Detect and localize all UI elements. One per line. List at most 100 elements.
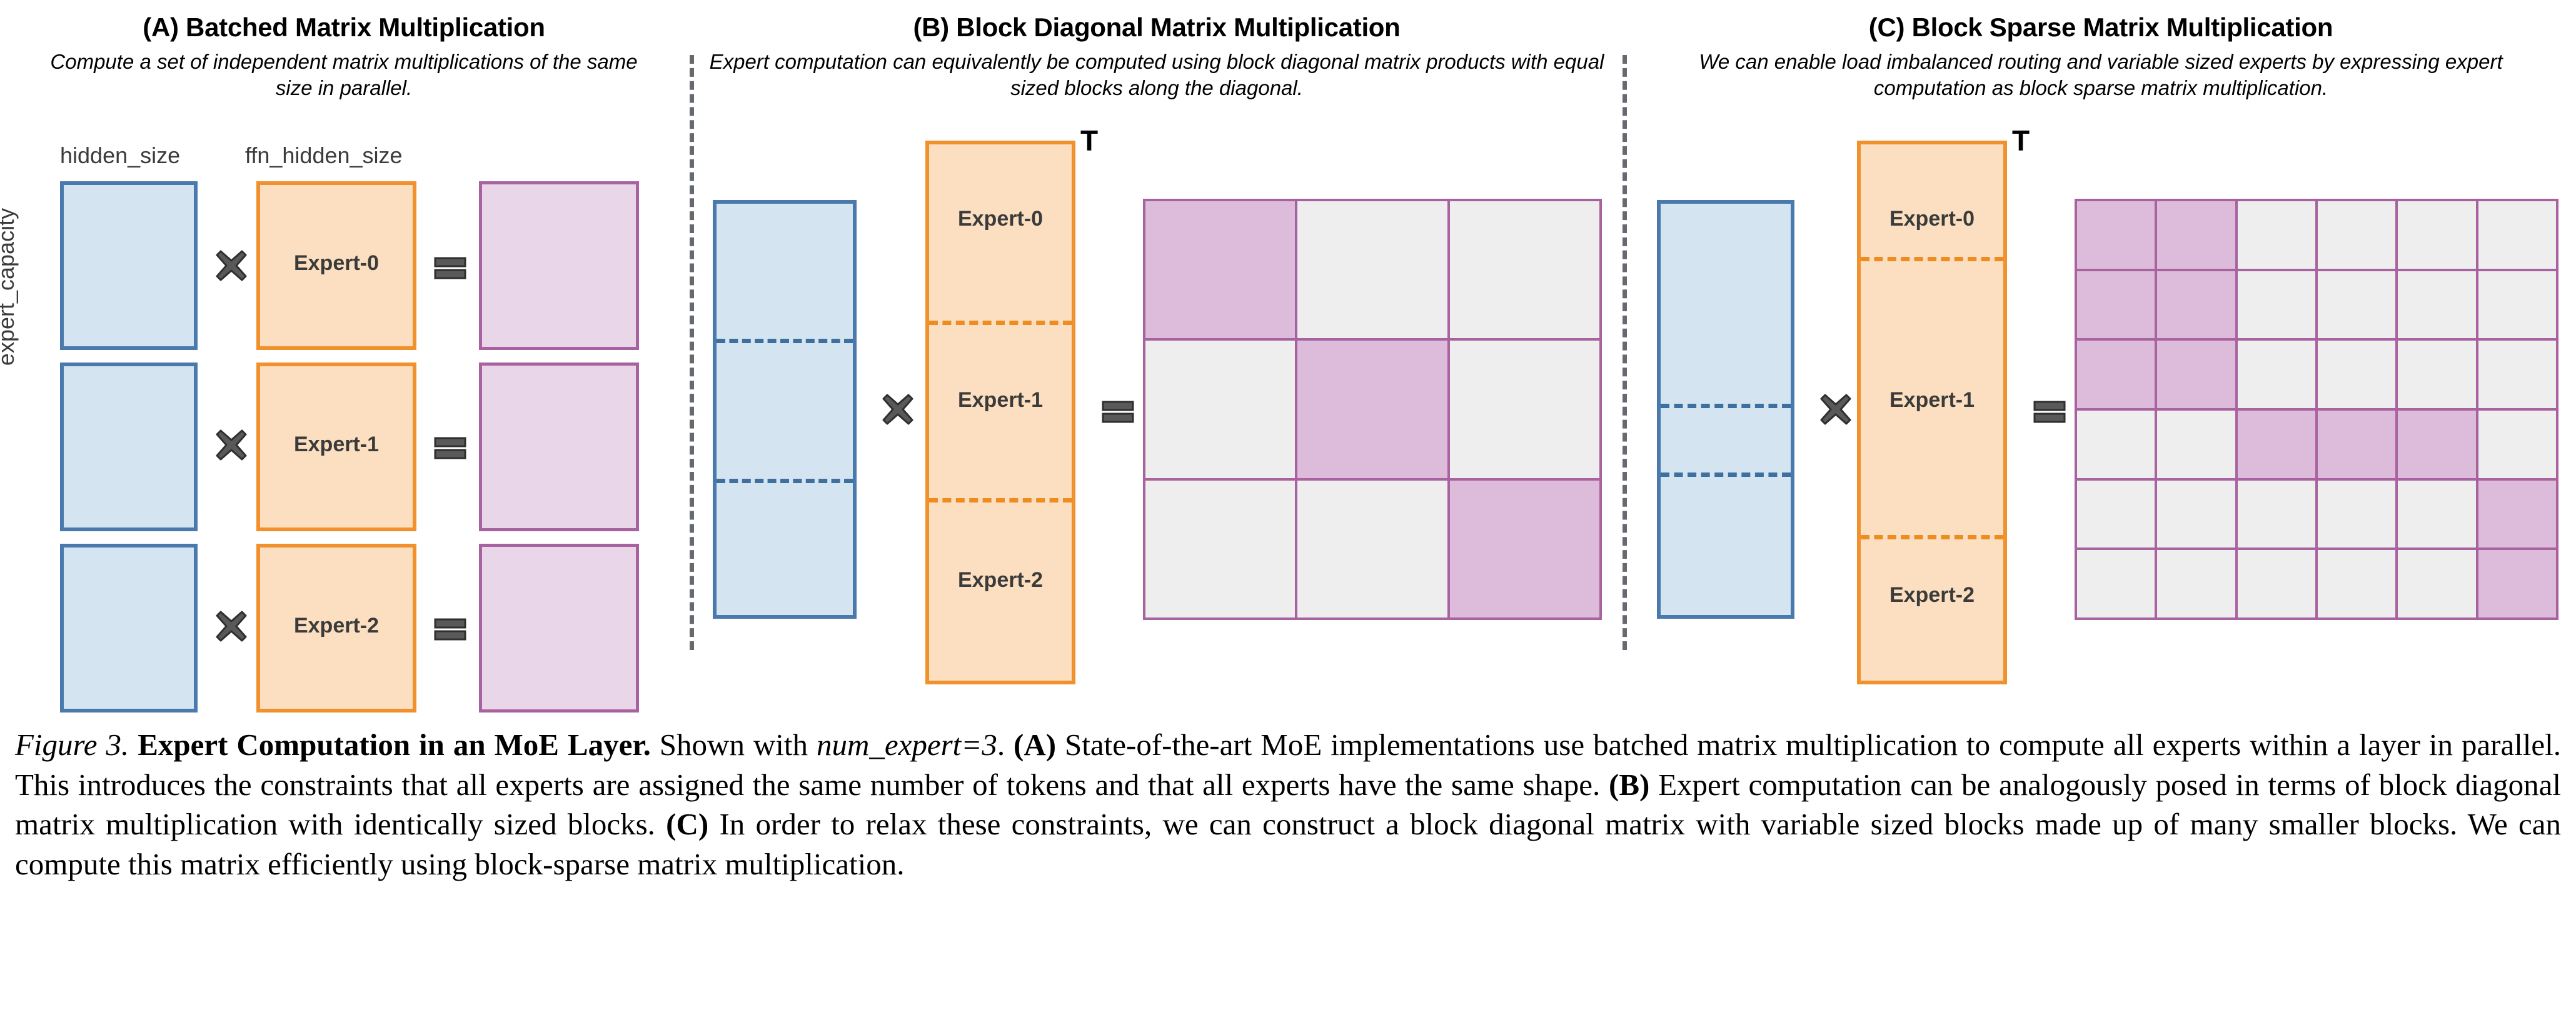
panel-b-input-split-0 xyxy=(717,339,853,343)
panel-a-expert-label-1: Expert-1 xyxy=(293,432,380,456)
panel-c-block-cell-r4-c0 xyxy=(2075,478,2158,551)
multiply-icon xyxy=(213,426,250,464)
panel-b-block-cell-r0-c1 xyxy=(1295,199,1450,341)
axis-label-expert-capacity: expert_capacity xyxy=(0,208,19,366)
panel-c-expert-label-1: Expert-1 xyxy=(1889,388,1975,412)
panel-c-block-cell-r1-c2 xyxy=(2235,268,2318,341)
figure-caption: Figure 3. Expert Computation in an MoE L… xyxy=(15,728,2562,882)
panel-c-expert-label-2: Expert-2 xyxy=(1889,583,1975,607)
panel-b-expert-weight-matrix: Expert-0 Expert-1 Expert-2 xyxy=(925,141,1075,684)
panel-c-block-cell-r2-c0 xyxy=(2075,338,2158,411)
panel-b-expert-label-1: Expert-1 xyxy=(957,388,1044,412)
panel-a-expert-label-2: Expert-2 xyxy=(293,614,380,638)
multiply-icon xyxy=(213,247,250,284)
panel-b-block-cell-r0-c0 xyxy=(1143,199,1298,341)
panel-b-input-matrix xyxy=(713,200,857,619)
equals-icon xyxy=(431,610,469,648)
panel-b-expert-label-0: Expert-0 xyxy=(957,207,1044,231)
panel-c-block-cell-r1-c1 xyxy=(2155,268,2238,341)
panel-a-input-matrix-0 xyxy=(60,181,198,350)
panel-b-block-cell-r1-c0 xyxy=(1143,338,1298,481)
panel-c-block-cell-r3-c4 xyxy=(2395,408,2478,481)
caption-text-b: Expert computation can be analogously po… xyxy=(15,767,2561,842)
panel-c-block-cell-r5-c1 xyxy=(2155,548,2238,620)
panel-c-block-cell-r3-c3 xyxy=(2315,408,2398,481)
equals-icon xyxy=(431,249,469,286)
panel-c-block-cell-r5-c4 xyxy=(2395,548,2478,620)
panel-c-title: (C) Block Sparse Matrix Multiplication xyxy=(1868,12,2333,42)
caption-num-expert: num_expert=3 xyxy=(816,728,997,762)
panel-c-block-cell-r0-c4 xyxy=(2395,199,2478,271)
panel-c-block-cell-r0-c1 xyxy=(2155,199,2238,271)
panel-a-output-matrix-1 xyxy=(479,362,639,531)
panel-c-block-cell-r1-c3 xyxy=(2315,268,2398,341)
caption-figure-title: Expert Computation in an MoE Layer. xyxy=(138,728,651,762)
panel-c-block-cell-r1-c5 xyxy=(2475,268,2558,341)
panel-a-output-matrix-2 xyxy=(479,544,639,712)
multiply-icon xyxy=(213,608,250,645)
panel-a-title: (A) Batched Matrix Multiplication xyxy=(143,12,545,42)
caption-tag-a: (A) xyxy=(1014,728,1057,762)
panel-c-expert-label-0: Expert-0 xyxy=(1889,207,1975,231)
panel-c-block-cell-r5-c2 xyxy=(2235,548,2318,620)
panel-a-batched-matrix-multiplication: (A) Batched Matrix Multiplication Comput… xyxy=(0,0,688,712)
panel-a-output-matrix-0 xyxy=(479,181,639,350)
panel-c-weight-split-1 xyxy=(1861,535,2003,539)
panel-c-block-cell-r3-c0 xyxy=(2075,408,2158,481)
panel-b-block-cell-r2-c2 xyxy=(1447,478,1602,620)
panel-c-input-split-1 xyxy=(1661,472,1791,477)
panel-a-input-matrix-1 xyxy=(60,362,198,531)
panel-b-weight-split-0 xyxy=(929,321,1072,325)
panel-b-block-cell-r1-c1 xyxy=(1295,338,1450,481)
panel-c-block-cell-r3-c5 xyxy=(2475,408,2558,481)
panel-a-input-matrix-2 xyxy=(60,544,198,712)
panel-c-weight-split-0 xyxy=(1861,257,2003,261)
equals-icon xyxy=(431,429,469,466)
multiply-icon xyxy=(879,391,917,428)
panel-a-subtitle: Compute a set of independent matrix mult… xyxy=(50,50,638,100)
panel-c-block-cell-r0-c2 xyxy=(2235,199,2318,271)
caption-tag-b: (B) xyxy=(1609,767,1650,802)
axis-label-ffn-hidden-size: ffn_hidden_size xyxy=(245,142,403,168)
caption-text-c: In order to relax these constraints, we … xyxy=(15,807,2561,882)
panel-c-block-cell-r4-c5 xyxy=(2475,478,2558,551)
caption-lead: Shown with xyxy=(650,728,817,762)
caption-figure-number: Figure 3. xyxy=(15,728,129,762)
panel-c-block-cell-r0-c5 xyxy=(2475,199,2558,271)
panel-b-transpose-mark: T xyxy=(1080,124,1099,157)
panel-c-block-cell-r2-c3 xyxy=(2315,338,2398,411)
panel-c-block-cell-r0-c3 xyxy=(2315,199,2398,271)
panel-c-transpose-mark: T xyxy=(2012,124,2030,157)
panel-c-block-cell-r2-c5 xyxy=(2475,338,2558,411)
panel-c-block-cell-r2-c2 xyxy=(2235,338,2318,411)
panel-b-block-cell-r2-c1 xyxy=(1295,478,1450,620)
panel-b-block-cell-r1-c2 xyxy=(1447,338,1602,481)
panel-c-block-cell-r1-c0 xyxy=(2075,268,2158,341)
panel-c-block-cell-r2-c4 xyxy=(2395,338,2478,411)
panel-c-subtitle: We can enable load imbalanced routing an… xyxy=(1699,50,2503,100)
panel-b-output-block-diagonal-grid xyxy=(1143,199,1602,620)
equals-icon xyxy=(1099,392,1137,430)
panel-c-block-sparse-matrix-multiplication: (C) Block Sparse Matrix Multiplication W… xyxy=(1626,0,2576,688)
panel-b-input-split-1 xyxy=(717,479,853,483)
panel-b-title: (B) Block Diagonal Matrix Multiplication xyxy=(913,12,1401,42)
caption-text-a: State-of-the-art MoE implementations use… xyxy=(15,728,2562,802)
panel-c-block-cell-r2-c1 xyxy=(2155,338,2238,411)
equals-icon xyxy=(2031,392,2068,430)
panel-c-block-cell-r1-c4 xyxy=(2395,268,2478,341)
panel-c-block-cell-r4-c3 xyxy=(2315,478,2398,551)
panel-c-block-cell-r0-c0 xyxy=(2075,199,2158,271)
panel-c-block-cell-r4-c1 xyxy=(2155,478,2238,551)
panel-c-input-matrix xyxy=(1657,200,1794,619)
caption-tag-c: (C) xyxy=(666,807,709,842)
panel-c-input-split-0 xyxy=(1661,404,1791,408)
panel-b-block-cell-r2-c0 xyxy=(1143,478,1298,620)
panel-c-block-cell-r3-c2 xyxy=(2235,408,2318,481)
panel-c-block-cell-r5-c3 xyxy=(2315,548,2398,620)
panel-c-block-cell-r5-c5 xyxy=(2475,548,2558,620)
panel-b-weight-split-1 xyxy=(929,498,1072,502)
panel-b-block-cell-r0-c2 xyxy=(1447,199,1602,341)
panel-a-expert-matrix-0: Expert-0 xyxy=(256,181,416,350)
panel-b-block-diagonal-matrix-multiplication: (B) Block Diagonal Matrix Multiplication… xyxy=(694,0,1619,688)
